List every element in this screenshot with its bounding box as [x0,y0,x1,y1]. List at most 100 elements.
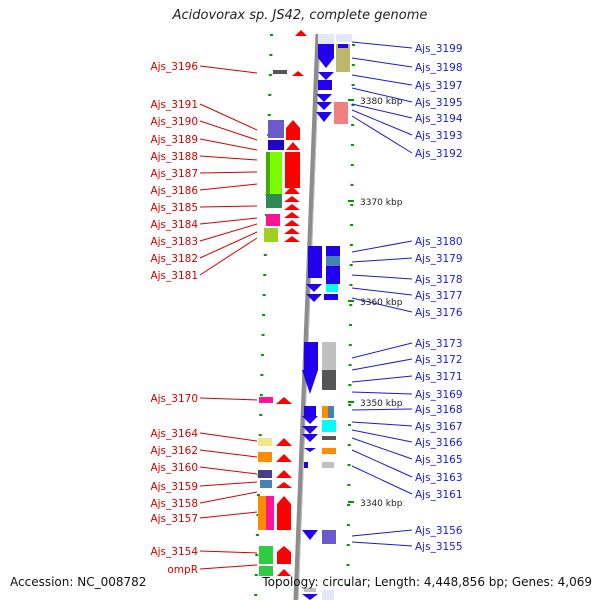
callout-line [351,240,413,253]
gene-arrow [302,370,318,394]
gene-label-right[interactable]: Ajs_3172 [415,354,463,366]
gene-label-right[interactable]: Ajs_3179 [415,253,463,265]
gene-label-right[interactable]: Ajs_3177 [415,290,463,302]
scale-label: 3380 kbp [360,97,403,107]
gene-label-left[interactable]: Ajs_3182 [150,253,198,265]
gene-block [259,397,273,403]
gene-block [318,80,332,90]
gene-label-right[interactable]: Ajs_3173 [415,338,463,350]
gene-arrow [277,496,291,530]
gene-label-left[interactable]: Ajs_3183 [150,236,198,248]
minor-tick [346,524,350,526]
gene-label-right[interactable]: Ajs_3180 [415,236,463,248]
gene-label-right[interactable]: Ajs_3169 [415,389,463,401]
gene-label-right[interactable]: Ajs_3161 [415,489,463,501]
gene-block [322,462,334,468]
callout-line [351,391,413,395]
gene-label-left[interactable]: Ajs_3160 [150,462,198,474]
minor-tick [351,64,355,66]
gene-label-left[interactable]: Ajs_3170 [150,393,198,405]
gene-arrow [286,120,300,140]
gene-label-left[interactable]: Ajs_3184 [150,219,198,231]
gene-block [258,496,268,530]
callout-line [351,57,413,68]
minor-tick [260,354,264,356]
callout-line [351,421,413,427]
callout-line [351,449,413,478]
gene-label-left[interactable]: Ajs_3190 [150,116,198,128]
gene-block [308,246,322,256]
minor-tick [262,294,266,296]
gene-label-left[interactable]: Ajs_3186 [150,185,198,197]
gene-label-left[interactable]: Ajs_3189 [150,134,198,146]
callout-line [199,432,258,442]
gene-label-left[interactable]: Ajs_3164 [150,428,198,440]
gene-label-left[interactable]: Ajs_3159 [150,481,198,493]
gene-block [328,406,334,418]
gene-label-right[interactable]: Ajs_3194 [415,113,463,125]
callout-lines [199,41,413,570]
gene-label-right[interactable]: Ajs_3171 [415,371,463,383]
callout-line [351,274,413,280]
gene-label-left[interactable]: Ajs_3191 [150,99,198,111]
minor-tick [346,564,350,566]
callout-line [199,223,258,242]
gene-label-right[interactable]: Ajs_3163 [415,472,463,484]
gene-label-right[interactable]: Ajs_3176 [415,307,463,319]
minor-tick [260,374,264,376]
callout-line [199,449,258,458]
gene-label-left[interactable]: Ajs_3154 [150,546,198,558]
gene-arrow [286,142,300,150]
gene-features [258,30,352,600]
gene-label-right[interactable]: Ajs_3166 [415,437,463,449]
gene-label-right[interactable]: Ajs_3198 [415,62,463,74]
minor-tick [255,534,259,536]
gene-block [308,264,322,278]
callout-line [199,481,258,487]
minor-tick [258,434,262,436]
gene-label-right[interactable]: Ajs_3165 [415,454,463,466]
minor-tick [347,424,351,426]
gene-block [260,480,272,488]
gene-arrow [306,294,322,302]
gene-label-left[interactable]: Ajs_3187 [150,168,198,180]
callout-line [199,171,258,174]
gene-label-left[interactable]: Ajs_3185 [150,202,198,214]
gene-label-left[interactable]: Ajs_3181 [150,270,198,282]
gene-label-right[interactable]: Ajs_3167 [415,421,463,433]
gene-arrow [302,594,318,600]
gene-label-right[interactable]: Ajs_3199 [415,43,463,55]
gene-arrow [284,186,300,194]
gene-label-left[interactable]: Ajs_3188 [150,151,198,163]
callout-line [351,297,413,313]
callout-line [199,65,258,74]
gene-label-right[interactable]: Ajs_3178 [415,274,463,286]
gene-arrow [276,454,292,462]
minor-tick [263,274,267,276]
gene-label-right[interactable]: Ajs_3192 [415,148,463,160]
gene-label-left[interactable]: Ajs_3162 [150,445,198,457]
gene-label-left[interactable]: Ajs_3157 [150,513,198,525]
gene-arrow [316,94,332,102]
gene-label-right[interactable]: Ajs_3168 [415,404,463,416]
gene-arrow [302,416,318,424]
gene-label-left[interactable]: Ajs_3196 [150,61,198,73]
genome-backbone-edge [297,33,321,600]
gene-label-left[interactable]: ompR [167,564,198,576]
gene-block [266,496,274,530]
gene-label-right[interactable]: Ajs_3193 [415,130,463,142]
callout-line [199,120,258,141]
gene-label-right[interactable]: Ajs_3156 [415,525,463,537]
gene-block [304,588,316,592]
major-tick [348,99,354,101]
gene-label-left[interactable]: Ajs_3158 [150,498,198,510]
gene-label-right[interactable]: Ajs_3195 [415,97,463,109]
minor-tick [349,244,353,246]
minor-tick [348,364,352,366]
minor-tick [268,74,272,76]
callout-line [351,257,413,263]
gene-label-right[interactable]: Ajs_3197 [415,80,463,92]
gene-arrow [306,284,322,292]
gene-label-right[interactable]: Ajs_3155 [415,541,463,553]
gene-block [268,140,284,150]
